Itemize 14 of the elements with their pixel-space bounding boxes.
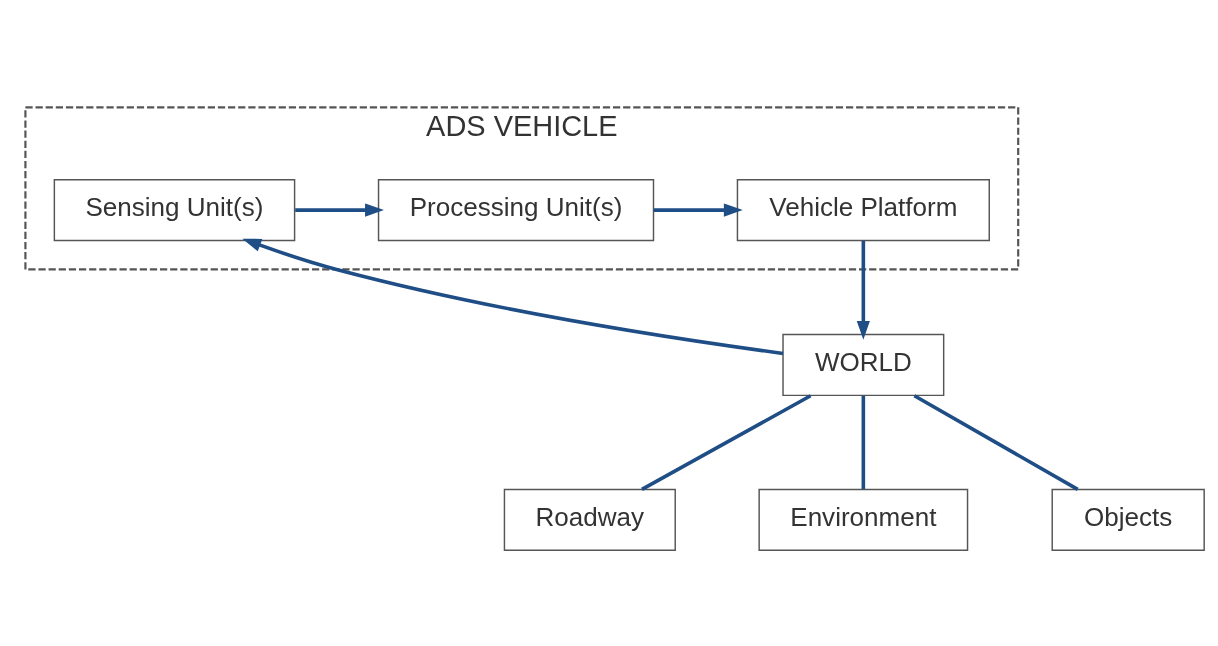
node-box: Sensing Unit(s) <box>53 179 296 242</box>
node-box: Objects <box>1051 488 1205 551</box>
connector <box>861 395 866 490</box>
node-box: WORLD <box>782 333 945 397</box>
node-box: Processing Unit(s) <box>377 179 655 242</box>
arrow <box>653 203 743 217</box>
arrow <box>242 238 784 356</box>
connector <box>913 394 1079 491</box>
node-box: Roadway <box>503 488 676 551</box>
arrow <box>856 240 870 340</box>
node-box: Vehicle Platform <box>736 179 990 242</box>
arrow <box>295 203 384 217</box>
node-box: Environment <box>758 488 969 551</box>
connector <box>641 394 812 491</box>
